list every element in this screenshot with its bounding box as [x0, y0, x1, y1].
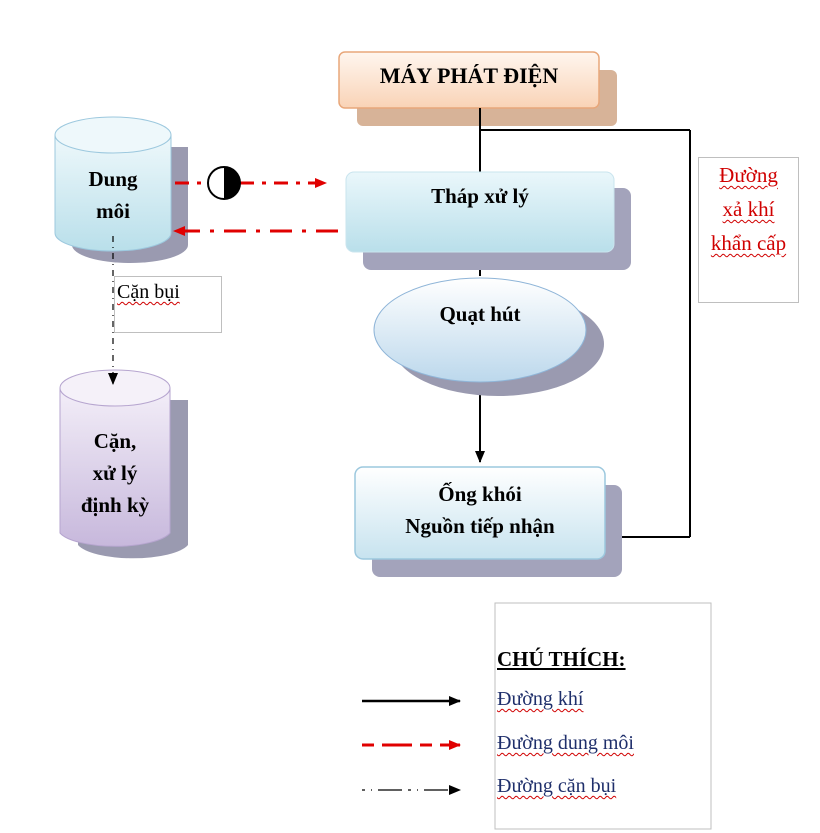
legend-item-dust: Đường cặn bụi — [497, 775, 616, 798]
tower-node — [345, 171, 631, 270]
solvent-cylinder — [54, 116, 188, 263]
tower-label: Tháp xử lý — [431, 184, 529, 208]
legend-title: CHÚ THÍCH: — [497, 647, 626, 671]
legend-item-solvent: Đường dung môi — [497, 732, 634, 755]
legend-item-dust-label: Đường cặn bụi — [497, 775, 617, 797]
sediment-label-line1: Cặn, — [93, 429, 137, 453]
fan-label: Quạt hút — [439, 302, 521, 326]
stack-node — [354, 466, 622, 577]
legend-item-solvent-label: Đường dung môi — [497, 732, 634, 754]
emergency-label-box: Đường xả khí khẩn cấp — [698, 157, 799, 303]
stack-label-line1: Ống khói — [438, 482, 522, 506]
legend-lines — [362, 602, 712, 830]
stack-label-line2: Nguồn tiếp nhận — [405, 514, 555, 538]
emergency-label-line3: khẩn cấp — [710, 231, 787, 255]
pump-icon — [207, 166, 241, 200]
stack-label: Ống khói Nguồn tiếp nhận — [355, 478, 605, 542]
solvent-label-line1: Dung — [88, 167, 138, 191]
dust-label: Cặn bụi — [117, 281, 180, 303]
fan-node — [373, 277, 604, 396]
solvent-label-line2: môi — [96, 199, 130, 223]
legend-item-gas-label: Đường khí — [497, 688, 584, 710]
generator-label: MÁY PHÁT ĐIỆN — [379, 63, 559, 88]
sediment-cylinder — [59, 369, 188, 559]
sediment-label-line3: định kỳ — [80, 493, 150, 517]
dust-label-box: Cặn bụi — [114, 276, 222, 333]
generator-node — [338, 51, 617, 126]
solvent-label: Dung môi — [55, 163, 171, 227]
sediment-label-line2: xử lý — [92, 461, 138, 485]
sediment-label: Cặn, xử lý định kỳ — [55, 425, 175, 521]
solvent-lines — [173, 178, 338, 236]
emergency-label: Đường xả khí khẩn cấp — [699, 158, 798, 260]
emergency-label-line2: xả khí — [722, 197, 775, 221]
emergency-label-line1: Đường — [719, 163, 778, 187]
legend-item-gas: Đường khí — [497, 688, 583, 711]
